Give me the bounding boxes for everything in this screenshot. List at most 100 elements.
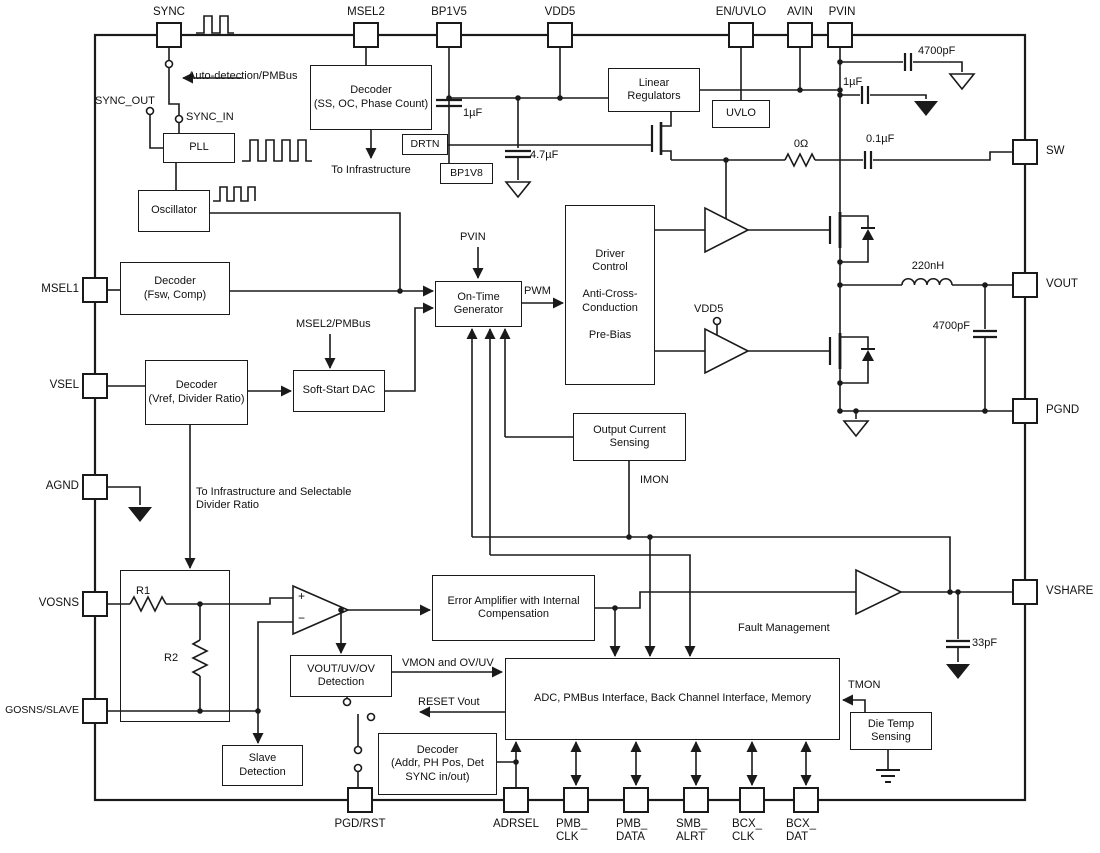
sync-waveform bbox=[196, 15, 234, 34]
mosfet-high-side bbox=[828, 212, 875, 263]
cap-4700pf-vout bbox=[973, 329, 997, 339]
pin-sw bbox=[1012, 139, 1038, 165]
label-opamp-minus: − bbox=[298, 611, 306, 625]
pin-label-bcx-dat: BCX_ DAT bbox=[786, 818, 817, 843]
pin-label-agnd: AGND bbox=[45, 480, 79, 492]
label-fault-management: Fault Management bbox=[738, 622, 830, 634]
pin-label-en-uvlo: EN/UVLO bbox=[715, 6, 767, 18]
pin-vshare bbox=[1012, 579, 1038, 605]
pin-pmb-data bbox=[623, 787, 649, 813]
block-decoder-fsw: Decoder (Fsw, Comp) bbox=[120, 262, 230, 315]
block-adc-pmbus: ADC, PMBus Interface, Back Channel Inter… bbox=[505, 658, 840, 740]
pin-label-bcx-clk: BCX_ CLK bbox=[732, 818, 763, 843]
junction-dots bbox=[197, 59, 988, 765]
cap-1uf-pvin bbox=[860, 86, 870, 104]
gate-driver-high bbox=[704, 206, 750, 254]
label-cap-vshare: 33pF bbox=[972, 637, 998, 649]
label-inductor: 220nH bbox=[911, 260, 945, 272]
label-imon: IMON bbox=[640, 474, 669, 486]
pin-gosns-slave bbox=[82, 698, 108, 724]
block-decoder-ss: Decoder (SS, OC, Phase Count) bbox=[310, 65, 432, 130]
reset-switch-contact-b bbox=[366, 712, 376, 722]
block-bp1v8: BP1V8 bbox=[440, 163, 493, 184]
block-uvlo: UVLO bbox=[712, 100, 770, 128]
label-divider-note: To Infrastructure and Selectable Divider… bbox=[196, 486, 352, 511]
label-res-zero: 0Ω bbox=[793, 138, 809, 150]
pin-adrsel bbox=[503, 787, 529, 813]
pin-label-bp1v5: BP1V5 bbox=[431, 6, 467, 18]
pin-msel2 bbox=[353, 22, 379, 48]
sync-in-node bbox=[174, 114, 184, 124]
pin-vsel bbox=[82, 373, 108, 399]
label-pwm: PWM bbox=[524, 285, 551, 297]
pin-smb-alrt bbox=[683, 787, 709, 813]
label-auto-detection: Auto-detection/PMBus bbox=[188, 70, 298, 82]
label-vdd5-internal: VDD5 bbox=[694, 303, 724, 315]
block-on-time-generator: On-Time Generator bbox=[435, 281, 522, 327]
gate-driver-low bbox=[704, 327, 750, 375]
sync-autodetect-node bbox=[164, 59, 174, 69]
pin-label-smb-alrt: SMB_ ALRT bbox=[676, 818, 708, 843]
top-cap-ground-icon bbox=[948, 73, 976, 91]
switch-contacts bbox=[145, 59, 722, 773]
pin-vosns bbox=[82, 591, 108, 617]
pgnd-ground-icon bbox=[842, 420, 870, 438]
pgd-switch-contact-a bbox=[353, 745, 363, 755]
pin-label-avin: AVIN bbox=[787, 6, 813, 18]
pin-label-msel2: MSEL2 bbox=[347, 6, 385, 18]
block-drtn: DRTN bbox=[402, 134, 448, 155]
pin-label-pmb-clk: PMB_ CLK bbox=[556, 818, 588, 843]
sync-out-node bbox=[145, 106, 155, 116]
pvin-cap-ground-icon bbox=[914, 101, 938, 116]
pin-sync bbox=[156, 22, 182, 48]
label-cap-bp1v8: 4.7µF bbox=[530, 149, 559, 161]
pin-label-vdd5: VDD5 bbox=[544, 6, 576, 18]
block-decoder-vref: Decoder (Vref, Divider Ratio) bbox=[145, 360, 248, 425]
pin-label-gosns-slave: GOSNS/SLAVE bbox=[5, 704, 79, 716]
pll-waveform bbox=[242, 139, 312, 162]
label-cap-vout: 4700pF bbox=[932, 320, 970, 332]
block-pll: PLL bbox=[163, 133, 235, 163]
label-pvin-internal: PVIN bbox=[460, 231, 486, 243]
pin-pgnd bbox=[1012, 398, 1038, 424]
block-slave-detection: Slave Detection bbox=[222, 745, 303, 786]
cap-4.7uf bbox=[505, 149, 531, 159]
block-die-temp-sensing: Die Temp Sensing bbox=[850, 712, 932, 750]
vdd5-supply-node bbox=[712, 316, 722, 326]
pin-pgd-rst bbox=[347, 787, 373, 813]
cap-33pf bbox=[946, 639, 970, 649]
label-vmon: VMON and OV/UV bbox=[402, 657, 494, 669]
pin-bcx-dat bbox=[793, 787, 819, 813]
pin-label-vshare: VSHARE bbox=[1046, 585, 1094, 597]
pin-label-msel1: MSEL1 bbox=[41, 283, 79, 295]
pin-vdd5 bbox=[547, 22, 573, 48]
block-oscillator: Oscillator bbox=[138, 190, 210, 232]
block-vout-uv-ov: VOUT/UV/OV Detection bbox=[290, 655, 392, 697]
feedback-opamp bbox=[292, 584, 351, 636]
reset-switch-contact-a bbox=[342, 697, 352, 707]
bp-cap-ground-icon bbox=[504, 181, 532, 199]
label-opamp-plus: + bbox=[298, 589, 306, 603]
pin-bp1v5 bbox=[436, 22, 462, 48]
mosfet-low-side bbox=[828, 333, 875, 384]
wires bbox=[108, 48, 1012, 787]
label-reset-vout: RESET Vout bbox=[418, 696, 480, 708]
block-driver-control: Driver Control Anti-Cross- Conduction Pr… bbox=[565, 205, 655, 385]
pin-en-uvlo bbox=[728, 22, 754, 48]
pass-fet bbox=[650, 122, 663, 155]
pin-bcx-clk bbox=[739, 787, 765, 813]
label-to-infrastructure: To Infrastructure bbox=[331, 164, 411, 176]
vshare-buffer bbox=[855, 568, 903, 616]
cap-0.1uf-boot bbox=[863, 151, 873, 169]
label-tmon: TMON bbox=[848, 679, 881, 691]
die-temp-earth-icon bbox=[876, 769, 900, 783]
pin-msel1 bbox=[82, 277, 108, 303]
label-msel2-pmbus: MSEL2/PMBus bbox=[296, 318, 371, 330]
label-r1: R1 bbox=[136, 585, 151, 597]
block-soft-start-dac: Soft-Start DAC bbox=[293, 370, 385, 412]
pin-agnd bbox=[82, 474, 108, 500]
oscillator-waveform bbox=[213, 186, 256, 202]
pin-label-sync: SYNC bbox=[153, 6, 185, 18]
